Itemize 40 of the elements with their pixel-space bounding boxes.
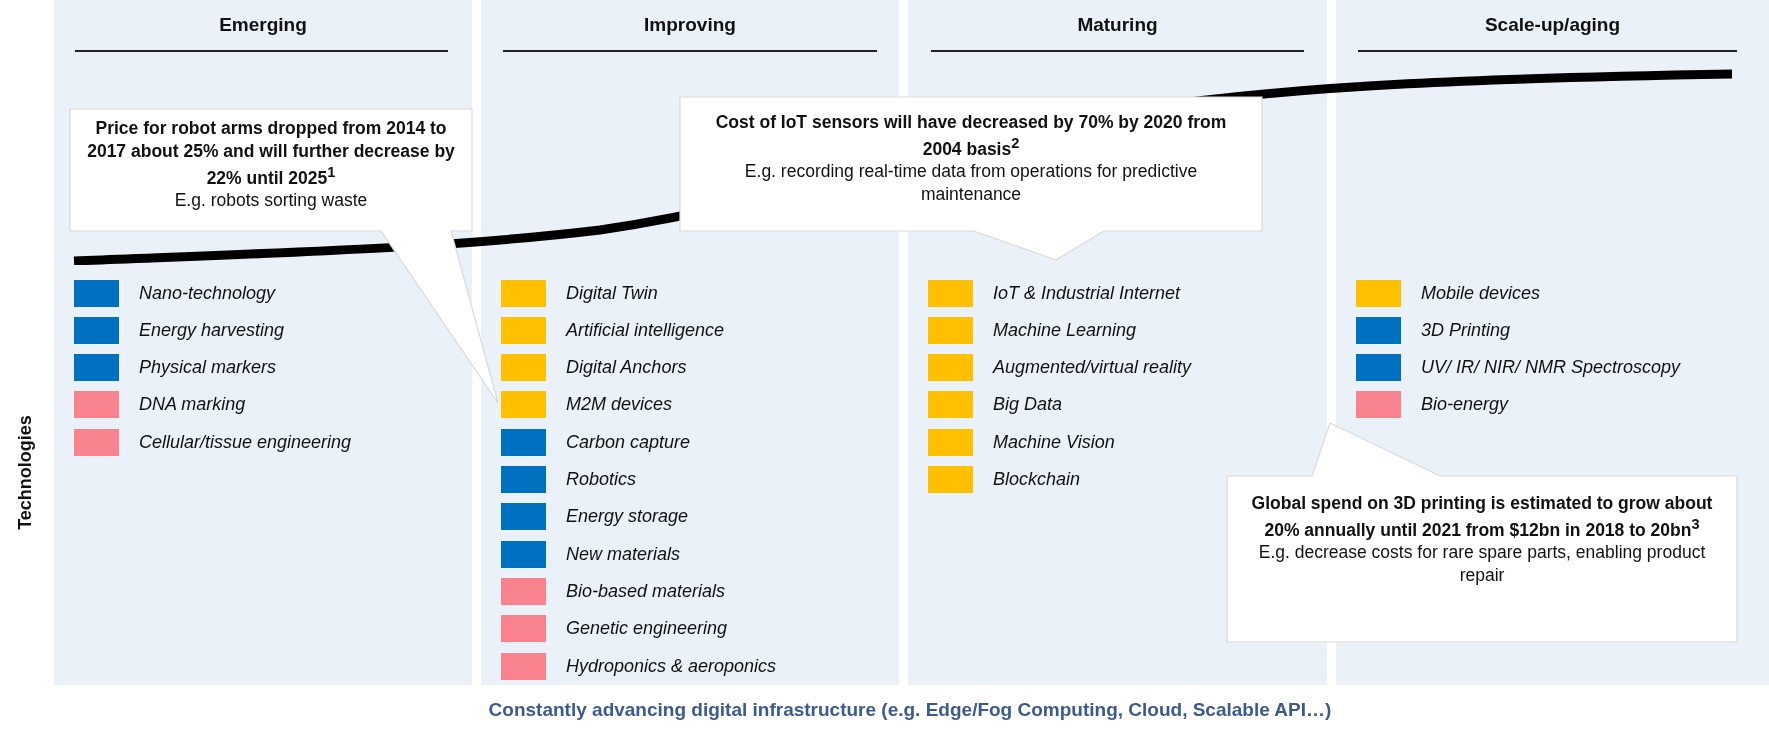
technology-name: DNA marking: [139, 394, 246, 416]
technology-name: Energy storage: [566, 506, 689, 528]
technology-name: Big Data: [993, 394, 1063, 416]
technology-name: Machine Learning: [993, 319, 1137, 341]
stage-heading: Maturing: [1076, 14, 1159, 36]
technology-name: Nano-technology: [139, 282, 276, 304]
technology-name: New materials: [566, 543, 681, 565]
stage-heading: Emerging: [218, 14, 308, 36]
axis-label: Technologies: [14, 414, 36, 532]
technology-name: Bio-energy: [1421, 394, 1509, 416]
technology-name: Bio-based materials: [566, 580, 726, 602]
technology-name: Cellular/tissue engineering: [139, 431, 352, 453]
callout-text: E.g. decrease costs for rare spare parts, enabling product repair: [1257, 541, 1707, 587]
technology-name: Genetic engineering: [566, 618, 728, 640]
banner-text: Constantly advancing digital infrastructure (e.g. Edge/Fog Computing, Cloud, Scalable API…): [488, 699, 1332, 721]
technology-name: Energy harvesting: [139, 319, 285, 341]
technology-name: 3D Printing: [1421, 319, 1511, 341]
technology-name: Physical markers: [139, 357, 277, 379]
technology-name: Digital Anchors: [566, 357, 687, 379]
callout-heading: Price for robot arms dropped from 2014 to 2017 about 25% and will further decrease by 22% until 2025$^{1}$: [86, 117, 456, 190]
technology-name: Carbon capture: [566, 431, 691, 453]
technology-name: Artificial intelligence: [566, 319, 725, 341]
technology-name: M2M devices: [566, 394, 673, 416]
callout-heading: Cost of IoT sensors will have decreased by 70% by 2020 from 2004 basis$^{2}$: [714, 111, 1228, 161]
callout-tooltip: [680, 97, 1262, 260]
callout-heading: Global spend on 3D printing is estimated to grow about 20% annually until 2021 from $12bn in 2018 to 20bn$^{3}$: [1250, 492, 1714, 542]
technology-name: IoT & Industrial Internet: [993, 282, 1181, 304]
callout-text: E.g. robots sorting waste: [173, 189, 369, 212]
technology-name: Blockchain: [993, 469, 1081, 490]
stage-heading: Scale-up/aging: [1483, 14, 1622, 36]
technology-name: Mobile devices: [1421, 282, 1541, 304]
technology-name: Augmented/virtual reality: [993, 357, 1192, 379]
technology-name: Digital Twin: [566, 282, 658, 304]
technology-name: Hydroponics & aeroponics: [566, 655, 777, 677]
callout-tooltip: [1227, 423, 1737, 642]
stage-heading: Improving: [643, 14, 737, 36]
technology-name: Machine Vision: [993, 431, 1115, 453]
technology-name: Robotics: [566, 469, 637, 490]
technology-name: UV/ IR/ NIR/ NMR Spectroscopy: [1421, 357, 1681, 379]
callout-text: E.g. recording real-time data from operations for predictive maintenance: [743, 160, 1199, 206]
